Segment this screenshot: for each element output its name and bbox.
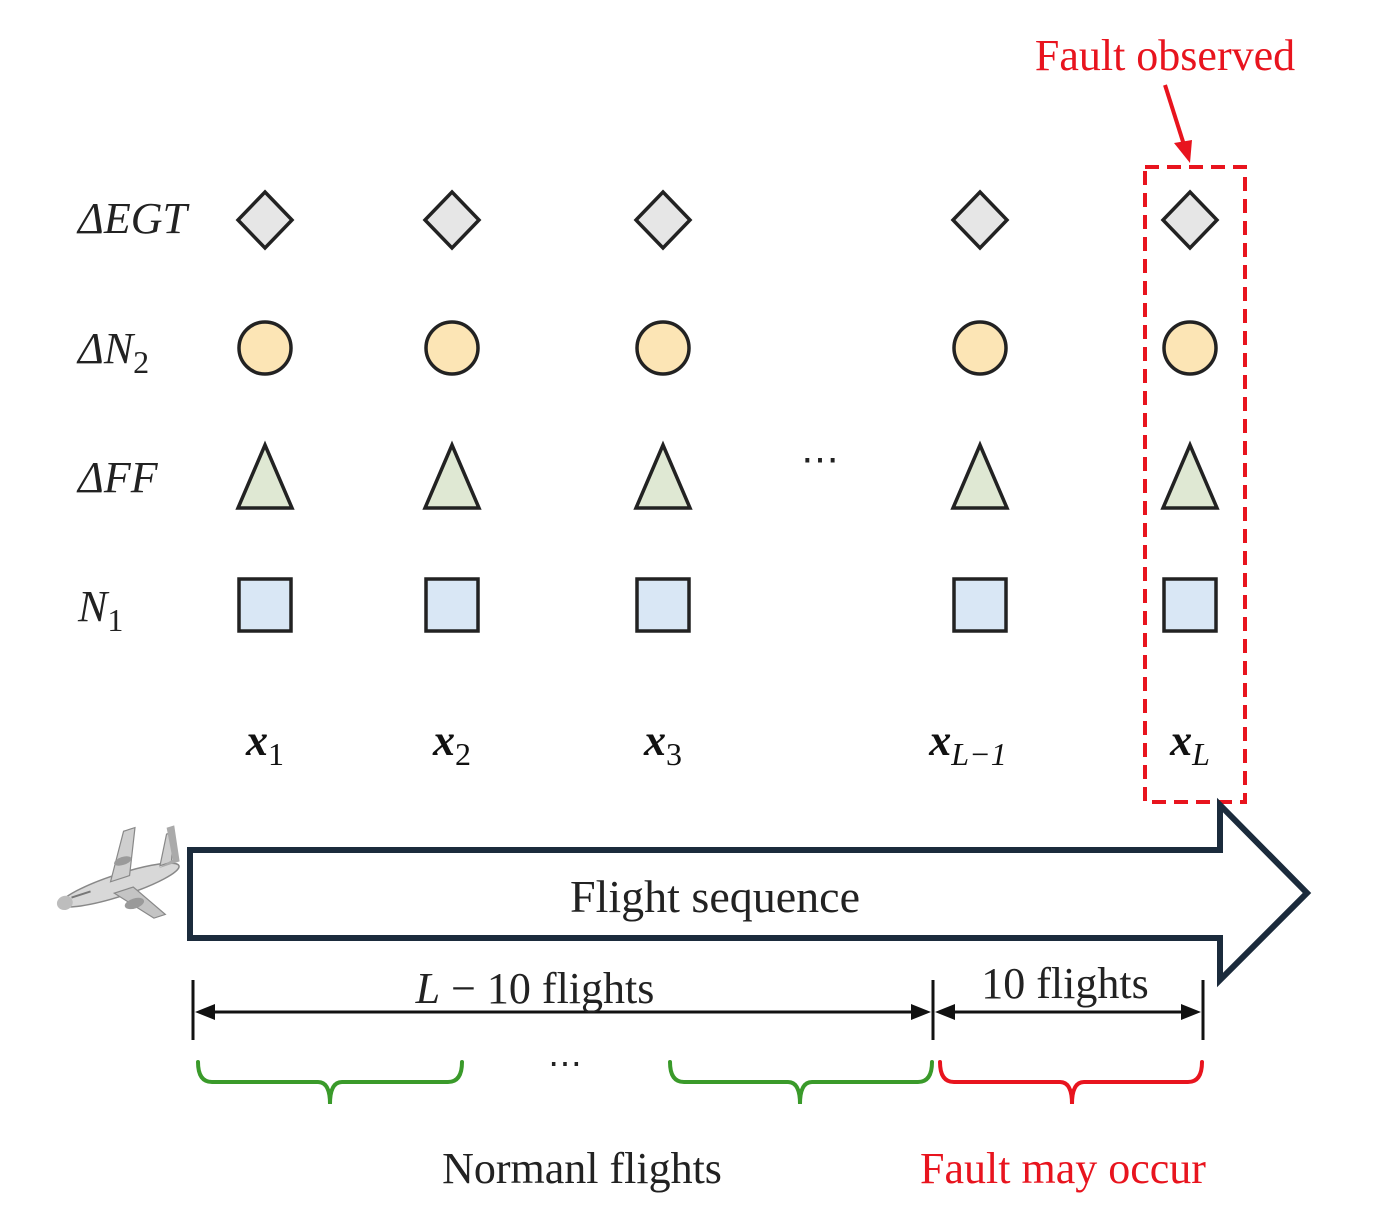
diamond-egt-col2-icon — [422, 189, 482, 251]
braces-ellipsis: ⋯ — [548, 1046, 582, 1083]
column-label-2: x2 — [432, 716, 471, 772]
normal-brace-2 — [668, 1060, 934, 1105]
range-dimension-lines — [191, 980, 1205, 1040]
circle-n2-col5-icon — [1162, 320, 1218, 376]
column-labels: x1 x2 x3 xL−1 xL — [245, 716, 1210, 772]
triangle-ff-col3-icon — [633, 440, 693, 510]
diamond-egt-col4-icon — [950, 189, 1010, 251]
range-fault-label: 10 flights — [981, 959, 1148, 1008]
range-normal-label: L − 10 flights — [415, 964, 655, 1013]
square-n1-col2-icon — [424, 577, 480, 633]
diamond-egt-col5-icon — [1160, 189, 1220, 251]
circle-n2-col2-icon — [424, 320, 480, 376]
fault-observed-label: Fault observed — [1035, 31, 1295, 80]
column-label-5: xL — [1169, 716, 1210, 772]
triangle-ff-col2-icon — [422, 440, 482, 510]
normal-brace-1 — [196, 1060, 464, 1105]
normal-flights-label: Normanl flights — [442, 1144, 722, 1193]
circle-n2-col1-icon — [237, 320, 293, 376]
circle-n2-col4-icon — [952, 320, 1008, 376]
square-n1-col5-icon — [1162, 577, 1218, 633]
square-n1-col1-icon — [237, 577, 293, 633]
square-n1-col3-icon — [635, 577, 691, 633]
flight-sequence-label: Flight sequence — [570, 871, 860, 922]
circle-n2-col3-icon — [635, 320, 691, 376]
feature-shapes-grid — [235, 189, 1220, 633]
feature-label-ff: ΔFF — [76, 453, 159, 502]
triangle-ff-col5-icon — [1160, 440, 1220, 510]
feature-label-n2: ΔN2 — [76, 324, 149, 380]
fault-may-occur-label: Fault may occur — [920, 1144, 1206, 1193]
feature-label-n1: N1 — [77, 582, 123, 638]
feature-label-egt: ΔEGT — [76, 194, 190, 243]
square-n1-col4-icon — [952, 577, 1008, 633]
column-label-1: x1 — [245, 716, 284, 772]
fault-arrow-icon — [1163, 84, 1192, 163]
diamond-egt-col3-icon — [633, 189, 693, 251]
triangle-ff-col1-icon — [235, 440, 295, 510]
fault-observed-box — [1143, 165, 1247, 804]
column-label-4: xL−1 — [928, 716, 1006, 772]
columns-ellipsis: ⋯ — [801, 439, 839, 481]
column-label-3: x3 — [643, 716, 682, 772]
flight-sequence-arrow — [187, 797, 1312, 988]
triangle-ff-col4-icon — [950, 440, 1010, 510]
diamond-egt-col1-icon — [235, 189, 295, 251]
fault-brace — [938, 1060, 1204, 1105]
airplane-icon — [56, 825, 180, 919]
